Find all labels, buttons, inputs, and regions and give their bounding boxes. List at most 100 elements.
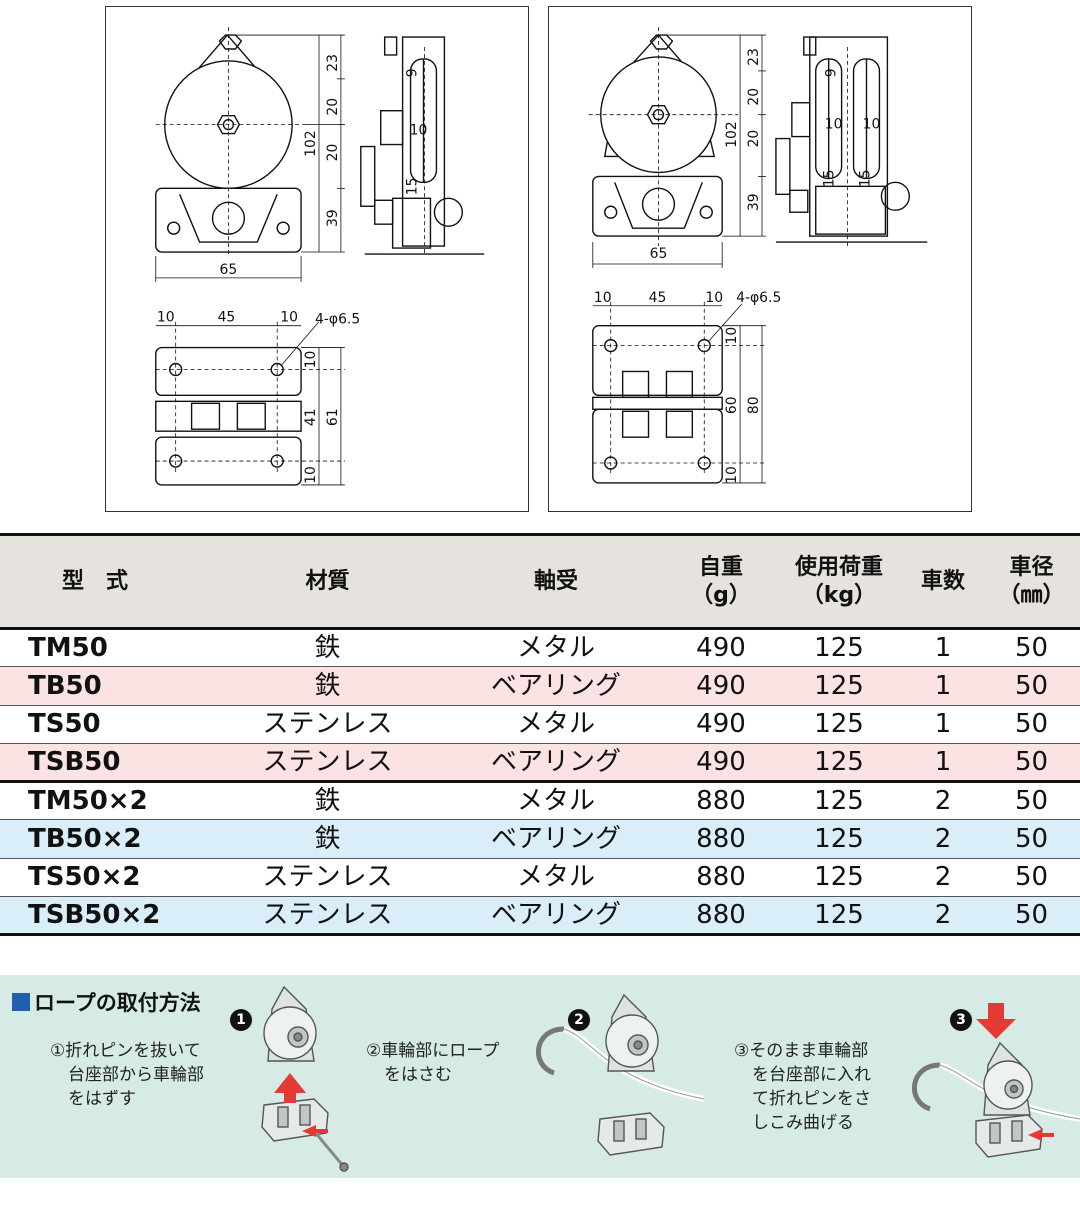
title-square-icon [12,993,30,1011]
dim-hole-10a: 10 [157,310,175,326]
table-row: TS50 ステンレス メタル 490 125 1 50 [0,705,1080,744]
header-model: 型 式 [62,568,129,594]
dim2-23: 23 [746,48,762,66]
table-row: TB50×2 鉄 ベアリング 880 125 2 50 [0,819,1080,859]
dim2-hole-10a: 10 [594,290,612,306]
cell-load: 125 [775,858,903,898]
cell-wheels: 2 [903,858,983,898]
step-3-line-3: て折れピンをさ [752,1089,871,1109]
cell-load: 125 [775,743,903,784]
cell-weight: 490 [667,628,775,668]
step-1-line-3: をはずす [68,1089,136,1109]
dim2-plan-80: 80 [746,396,762,414]
cell-model: TSB50×2 [0,896,210,937]
cell-model: TM50×2 [0,781,210,821]
dim2-plan-60: 60 [724,396,740,414]
step-2-badge: 2 [568,1009,590,1031]
spec-table-grid: 型 式 材質 軸受 自重（g） 使用荷重（kg） 車数 車径（㎜） TM50 鉄… [0,533,1080,937]
table-row: TSB50 ステンレス ベアリング 490 125 1 50 [0,743,1080,784]
cell-load: 125 [775,666,903,706]
double-wheel-diagram: 23 20 20 39 102 9 10 10 15 15 65 10 45 1… [588,27,928,484]
arrow-left-icon [302,1125,328,1137]
header-load: 使用荷重（kg） [794,554,883,608]
dim2-15a: 15 [822,170,838,188]
arrow-pin-icon [1028,1129,1054,1141]
dim-plan-10b: 10 [303,466,319,484]
cell-wheels: 1 [903,705,983,744]
cell-bearing: メタル [445,628,667,668]
hole-note-2: 4-φ6.5 [736,290,781,306]
dim-hole-45: 45 [218,310,236,326]
cell-wheels: 2 [903,781,983,821]
cell-weight: 880 [667,781,775,821]
dim2-20b: 20 [746,130,762,148]
header-weight: 自重（g） [691,554,751,608]
dim-10-side: 10 [410,123,428,139]
cell-material: 鉄 [210,819,445,859]
table-row: TS50×2 ステンレス メタル 880 125 2 50 [0,858,1080,898]
dim2-20a: 20 [746,88,762,106]
cell-material: 鉄 [210,628,445,668]
step-1-line-1: ①折れピンを抜いて [50,1041,201,1061]
cell-weight: 880 [667,819,775,859]
cell-diameter: 50 [983,781,1080,821]
dim2-10a: 10 [825,117,843,133]
cell-bearing: ベアリング [445,819,667,859]
cell-wheels: 2 [903,896,983,937]
dim-9: 9 [405,68,421,77]
step-1-line-2: 台座部から車輪部 [68,1065,204,1085]
spec-table: 型 式 材質 軸受 自重（g） 使用荷重（kg） 車数 車径（㎜） TM50 鉄… [0,533,1080,937]
cell-material: 鉄 [210,666,445,706]
rope-instructions: ロープの取付方法 ①折れピンを抜いて 台座部から車輪部 をはずす 1 ②車輪部に… [0,975,1080,1178]
dim2-102: 102 [724,121,740,148]
cell-wheels: 1 [903,666,983,706]
cell-model: TB50 [0,666,210,706]
cell-weight: 490 [667,743,775,784]
cell-bearing: ベアリング [445,743,667,784]
dim-39: 39 [325,209,341,227]
dim2-hole-10b: 10 [705,290,723,306]
cell-model: TSB50 [0,743,210,784]
step-3-badge: 3 [950,1009,972,1031]
table-row: TB50 鉄 ベアリング 490 125 1 50 [0,666,1080,706]
cell-weight: 490 [667,666,775,706]
cell-material: ステンレス [210,705,445,744]
cell-wheels: 1 [903,628,983,668]
dim-hole-10b: 10 [280,310,298,326]
dim-plan-10a: 10 [303,351,319,369]
arrow-up-icon [274,1073,306,1103]
cell-diameter: 50 [983,819,1080,859]
dim2-hole-45: 45 [649,290,667,306]
cell-bearing: ベアリング [445,896,667,937]
cell-bearing: メタル [445,858,667,898]
step-1-illustration [261,985,349,1172]
cell-load: 125 [775,628,903,668]
cell-model: TB50×2 [0,819,210,859]
single-wheel-diagram: 23 20 20 39 102 9 10 15 65 10 45 10 4-φ6… [155,27,485,486]
header-diameter: 車径（㎜） [998,554,1065,608]
dim2-10b: 10 [863,117,881,133]
cell-model: TM50 [0,628,210,668]
cell-bearing: ベアリング [445,666,667,706]
cell-load: 125 [775,896,903,937]
dim2-15b: 15 [857,170,873,188]
cell-weight: 490 [667,705,775,744]
cell-diameter: 50 [983,628,1080,668]
cell-weight: 880 [667,896,775,937]
dim-102: 102 [303,130,319,157]
dim2-39: 39 [746,193,762,211]
step-3-line-1: ③そのまま車輪部 [734,1041,869,1061]
cell-material: ステンレス [210,743,445,784]
header-wheels: 車数 [920,568,965,594]
cell-diameter: 50 [983,858,1080,898]
step-2-illustration [536,993,705,1156]
table-row: TM50×2 鉄 メタル 880 125 2 50 [0,781,1080,821]
step-2-text: ②車輪部にロープ をはさむ [366,1039,499,1087]
cell-wheels: 2 [903,819,983,859]
dim2-plan-10a: 10 [724,327,740,345]
cell-material: 鉄 [210,781,445,821]
cell-load: 125 [775,819,903,859]
cell-wheels: 1 [903,743,983,784]
header-bearing: 軸受 [533,568,578,594]
step-2-line-1: ②車輪部にロープ [366,1041,500,1061]
